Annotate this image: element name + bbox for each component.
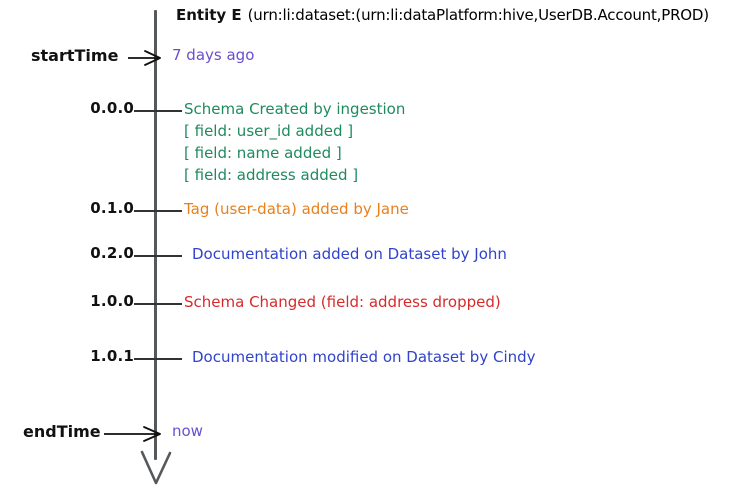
event-detail: [ field: address added ] (184, 166, 359, 184)
event-body: Schema Created by ingestion [ field: use… (184, 98, 405, 186)
event-tick (134, 210, 182, 212)
entity-label: Entity E (176, 6, 242, 24)
event-title: Documentation added on Dataset by John (192, 245, 507, 263)
event-detail: [ field: name added ] (184, 144, 342, 162)
event-version: 1.0.1 (90, 347, 134, 365)
end-time-value: now (172, 422, 203, 440)
event-version: 0.2.0 (90, 244, 134, 262)
start-time-value: 7 days ago (172, 46, 255, 64)
entity-urn: (urn:li:dataset:(urn:li:dataPlatform:hiv… (247, 6, 709, 24)
end-time-label: endTime (23, 422, 101, 441)
event-version: 1.0.0 (90, 292, 134, 310)
start-time-label: startTime (31, 46, 119, 65)
event-tick (134, 110, 182, 112)
entity-header: Entity E (urn:li:dataset:(urn:li:dataPlat… (176, 5, 709, 25)
event-version: 0.0.0 (90, 99, 134, 117)
event-title: Schema Created by ingestion (184, 100, 406, 118)
event-version: 0.1.0 (90, 199, 134, 217)
event-title: Schema Changed (field: address dropped) (184, 293, 501, 311)
event-tick (134, 358, 182, 360)
event-body: Documentation added on Dataset by John (192, 243, 507, 265)
event-detail: [ field: user_id added ] (184, 122, 354, 140)
timeline-axis (154, 10, 157, 460)
timeline-arrowhead-icon (140, 450, 172, 485)
start-time-arrow-icon (128, 50, 161, 66)
event-body: Tag (user-data) added by Jane (184, 198, 409, 220)
event-tick (134, 303, 182, 305)
event-body: Documentation modified on Dataset by Cin… (192, 346, 536, 368)
event-title: Tag (user-data) added by Jane (184, 200, 409, 218)
event-tick (134, 255, 182, 257)
end-time-arrow-icon (104, 426, 161, 442)
event-title: Documentation modified on Dataset by Cin… (192, 348, 536, 366)
event-body: Schema Changed (field: address dropped) (184, 291, 501, 313)
